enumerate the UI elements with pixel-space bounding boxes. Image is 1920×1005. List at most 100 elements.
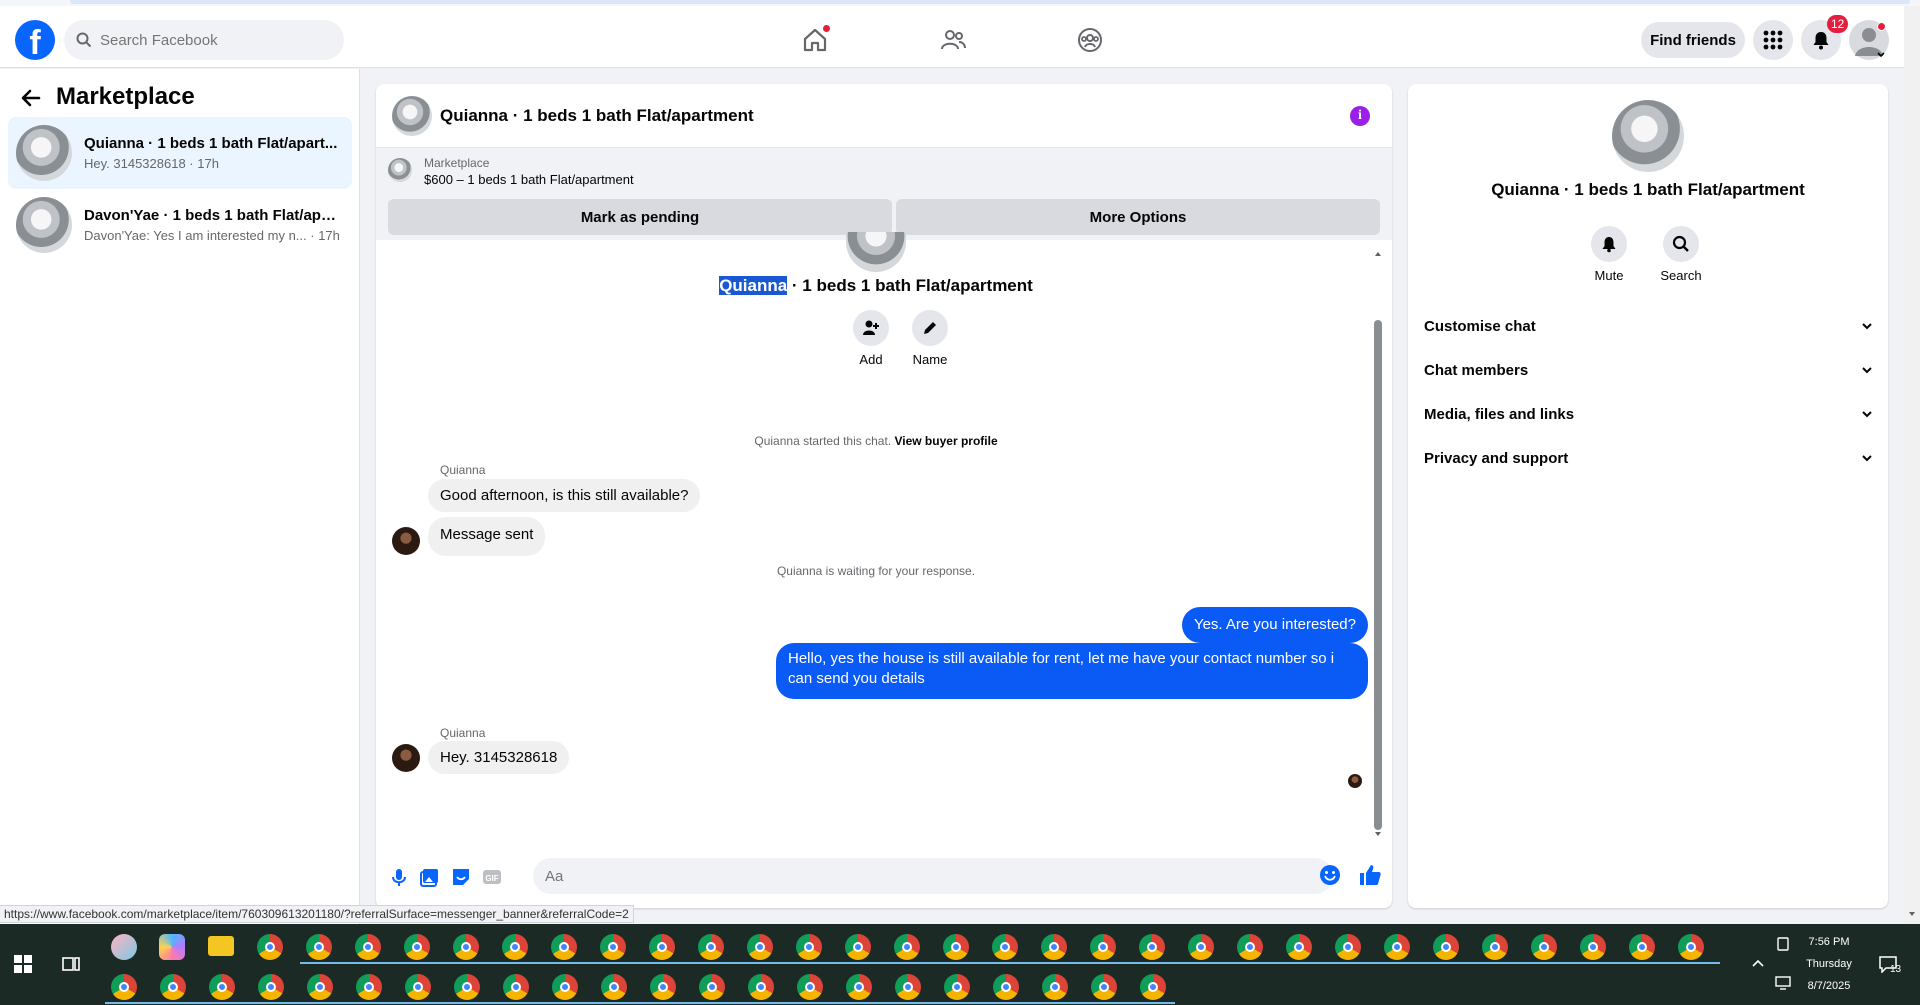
- chrome-profile-icon[interactable]: [1678, 934, 1704, 960]
- chrome-profile-icon[interactable]: [895, 974, 921, 1000]
- network-icon[interactable]: [1775, 976, 1791, 990]
- more-options-button[interactable]: More Options: [896, 199, 1380, 235]
- chrome-profile-icon[interactable]: [846, 974, 872, 1000]
- chrome-profile-icon[interactable]: [1139, 934, 1165, 960]
- chrome-profile-icon[interactable]: [601, 974, 627, 1000]
- sticker-icon[interactable]: [450, 866, 472, 888]
- sender-avatar[interactable]: [392, 527, 420, 555]
- mute-action[interactable]: Mute: [1579, 226, 1639, 283]
- chrome-profile-icon[interactable]: [307, 974, 333, 1000]
- incoming-message[interactable]: Message sent: [428, 517, 546, 556]
- chrome-profile-icon[interactable]: [1140, 974, 1166, 1000]
- home-icon[interactable]: [799, 24, 831, 56]
- search-icon[interactable]: [1663, 226, 1699, 262]
- message-input[interactable]: [545, 867, 1285, 885]
- chrome-profile-icon[interactable]: [797, 974, 823, 1000]
- search-input[interactable]: [100, 31, 320, 49]
- page-scroll-down-icon[interactable]: [1908, 910, 1916, 918]
- chrome-profile-icon[interactable]: [356, 974, 382, 1000]
- chrome-profile-icon[interactable]: [209, 974, 235, 1000]
- chrome-profile-icon[interactable]: [1531, 934, 1557, 960]
- chrome-profile-icon[interactable]: [453, 934, 479, 960]
- microphone-icon[interactable]: [388, 866, 410, 888]
- chrome-profile-icon[interactable]: [944, 974, 970, 1000]
- chrome-profile-icon[interactable]: [650, 974, 676, 1000]
- profile-avatar[interactable]: [1849, 20, 1889, 60]
- bell-icon[interactable]: [1591, 226, 1627, 262]
- message-input-box[interactable]: [533, 858, 1333, 894]
- chrome-profile-icon[interactable]: [1335, 934, 1361, 960]
- scrollbar-thumb[interactable]: [1374, 320, 1382, 830]
- chrome-profile-icon[interactable]: [1286, 934, 1312, 960]
- listing-avatar[interactable]: [1612, 100, 1684, 172]
- chrome-profile-icon[interactable]: [306, 934, 332, 960]
- sender-avatar[interactable]: [392, 744, 420, 772]
- gif-icon[interactable]: GIF: [481, 866, 503, 888]
- media-files-links-row[interactable]: Media, files and links: [1424, 396, 1874, 432]
- chrome-profile-icon[interactable]: [503, 974, 529, 1000]
- chrome-profile-icon[interactable]: [1090, 934, 1116, 960]
- search-action[interactable]: Search: [1651, 226, 1711, 283]
- chat-title[interactable]: Quianna · 1 beds 1 bath Flat/apartment: [440, 105, 754, 125]
- info-icon[interactable]: i: [1350, 106, 1370, 126]
- chrome-profile-icon[interactable]: [894, 934, 920, 960]
- chrome-profile-icon[interactable]: [1091, 974, 1117, 1000]
- chrome-profile-icon[interactable]: [355, 934, 381, 960]
- chrome-profile-icon[interactable]: [1384, 934, 1410, 960]
- chrome-profile-icon[interactable]: [943, 934, 969, 960]
- notification-center-icon[interactable]: [1878, 955, 1898, 973]
- copilot-app-icon[interactable]: [159, 934, 185, 960]
- task-view-icon[interactable]: [62, 955, 80, 973]
- paint-app-icon[interactable]: [111, 934, 137, 960]
- back-arrow-icon[interactable]: [20, 87, 42, 109]
- chrome-profile-icon[interactable]: [1629, 934, 1655, 960]
- mark-as-pending-button[interactable]: Mark as pending: [388, 199, 892, 235]
- chrome-profile-icon[interactable]: [1482, 934, 1508, 960]
- chrome-profile-icon[interactable]: [845, 934, 871, 960]
- scroll-down-icon[interactable]: [1374, 830, 1382, 838]
- windows-start-icon[interactable]: [14, 955, 32, 973]
- chat-scrollbar[interactable]: [1374, 250, 1382, 840]
- outgoing-message[interactable]: Yes. Are you interested?: [1181, 607, 1368, 643]
- outgoing-message[interactable]: Hello, yes the house is still available …: [776, 643, 1368, 699]
- chrome-profile-icon[interactable]: [649, 934, 675, 960]
- chrome-profile-icon[interactable]: [1042, 974, 1068, 1000]
- conversation-item[interactable]: Davon'Yae · 1 beds 1 bath Flat/apar... D…: [8, 189, 352, 261]
- incoming-message[interactable]: Hey. 3145328618: [428, 741, 570, 774]
- chrome-profile-icon[interactable]: [747, 934, 773, 960]
- taskbar-day[interactable]: Thursday: [1806, 958, 1852, 970]
- chrome-profile-icon[interactable]: [699, 974, 725, 1000]
- chrome-profile-icon[interactable]: [1041, 934, 1067, 960]
- chrome-profile-icon[interactable]: [992, 934, 1018, 960]
- chrome-profile-icon[interactable]: [454, 974, 480, 1000]
- chrome-profile-icon[interactable]: [502, 934, 528, 960]
- chat-members-row[interactable]: Chat members: [1424, 352, 1874, 388]
- chrome-icon[interactable]: [257, 934, 283, 960]
- account-chevron-icon[interactable]: [1876, 50, 1886, 60]
- chrome-profile-icon[interactable]: [748, 974, 774, 1000]
- chrome-profile-icon[interactable]: [698, 934, 724, 960]
- chrome-profile-icon[interactable]: [993, 974, 1019, 1000]
- find-friends-button[interactable]: Find friends: [1641, 22, 1745, 58]
- page-scrollbar[interactable]: [1904, 6, 1920, 924]
- chrome-profile-icon[interactable]: [1188, 934, 1214, 960]
- incoming-message[interactable]: Good afternoon, is this still available?: [428, 479, 701, 512]
- chrome-profile-icon[interactable]: [111, 974, 137, 1000]
- scroll-up-icon[interactable]: [1374, 250, 1382, 258]
- add-action[interactable]: Add: [841, 310, 901, 367]
- file-explorer-icon[interactable]: [208, 936, 234, 956]
- taskbar-date[interactable]: 8/7/2025: [1807, 980, 1851, 992]
- name-action[interactable]: Name: [900, 310, 960, 367]
- menu-grid-icon[interactable]: [1753, 20, 1793, 60]
- search-box[interactable]: [64, 20, 344, 60]
- pencil-icon[interactable]: [912, 310, 948, 346]
- chrome-profile-icon[interactable]: [405, 974, 431, 1000]
- taskbar-time[interactable]: 7:56 PM: [1808, 936, 1850, 948]
- listing-price-title[interactable]: $600 – 1 beds 1 bath Flat/apartment: [424, 172, 634, 187]
- conversation-item[interactable]: Quianna · 1 beds 1 bath Flat/apart... He…: [8, 117, 352, 189]
- chrome-profile-icon[interactable]: [160, 974, 186, 1000]
- view-buyer-profile-link[interactable]: View buyer profile: [894, 434, 998, 448]
- chrome-profile-icon[interactable]: [551, 934, 577, 960]
- thumbs-up-icon[interactable]: [1358, 863, 1382, 887]
- chrome-profile-icon[interactable]: [258, 974, 284, 1000]
